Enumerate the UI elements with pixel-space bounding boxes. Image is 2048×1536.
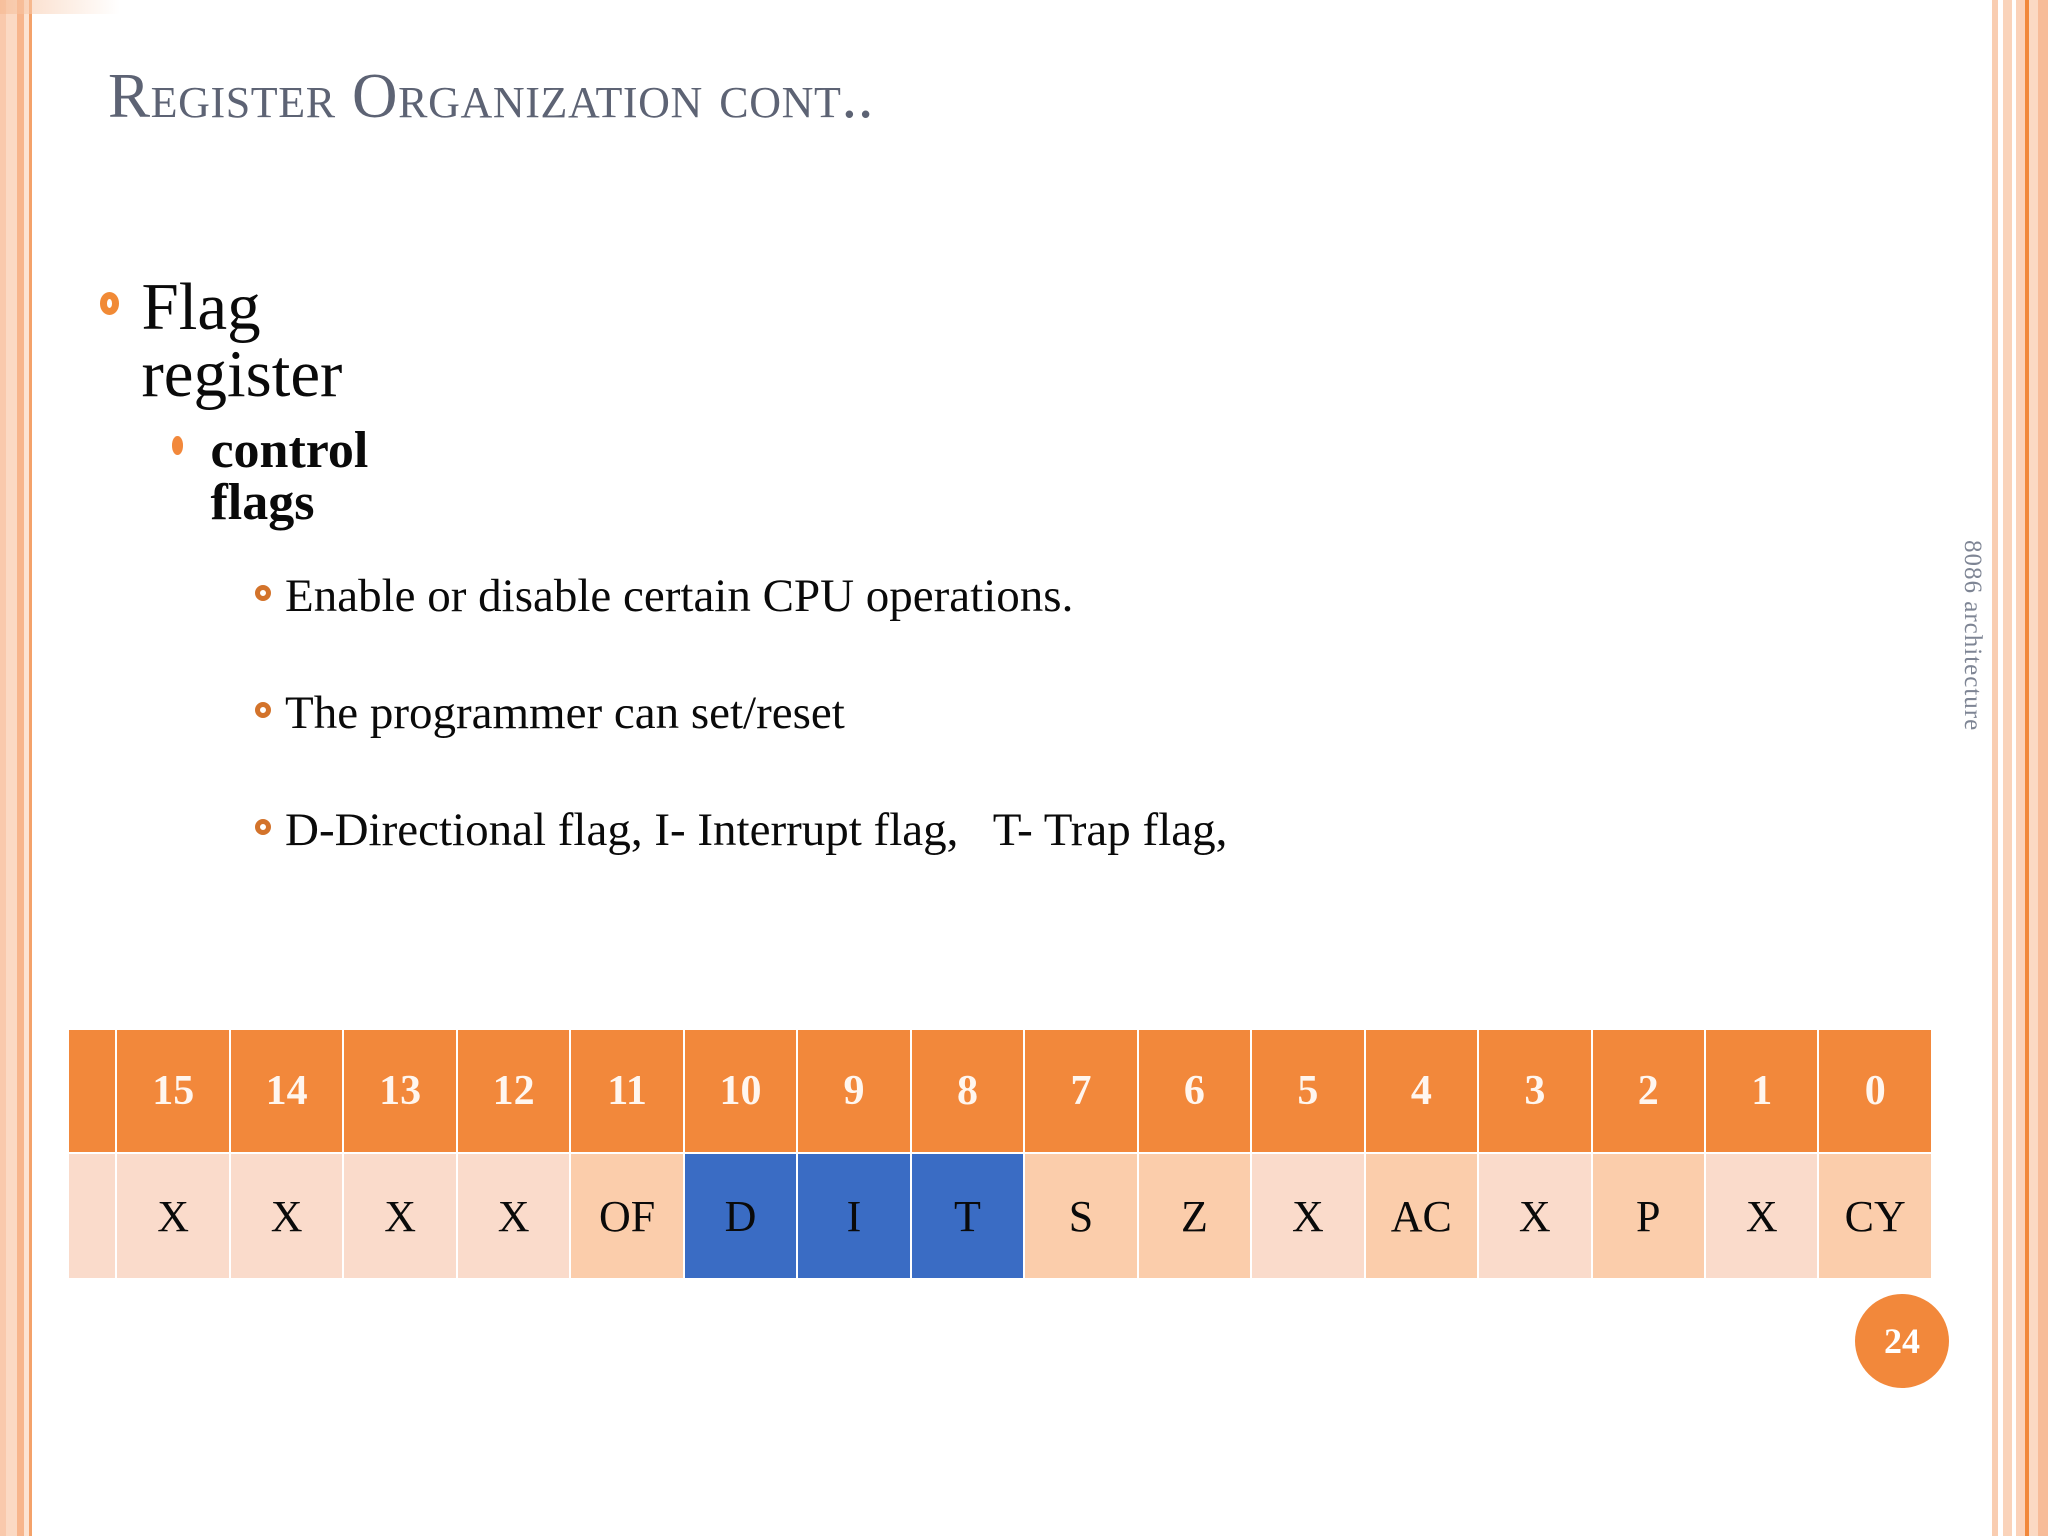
border-stripe-right — [2012, 0, 2016, 1536]
bullet-level2: control flags — [172, 425, 376, 529]
border-stripe-left — [29, 0, 32, 1536]
bullet-level3: D-Directional flag, I- Interrupt flag, T… — [255, 807, 1227, 854]
bit-number-cell: 14 — [230, 1030, 345, 1154]
bit-number-cell: 9 — [798, 1030, 912, 1154]
ring-bullet-icon — [255, 585, 271, 601]
border-stripe-right — [2038, 0, 2048, 1536]
bit-number-cell: 8 — [911, 1030, 1026, 1154]
border-stripe-left — [0, 0, 6, 1536]
bullet-level3-label: Enable or disable certain CPU operations… — [285, 570, 1074, 622]
bit-number-cell: 13 — [344, 1030, 458, 1154]
flag-name-cell: T — [911, 1154, 1026, 1280]
flag-name-cell: D — [684, 1154, 799, 1280]
border-stripe-right — [2003, 0, 2012, 1536]
flag-name-cell: X — [1479, 1154, 1593, 1280]
bit-number-cell: 0 — [1819, 1030, 1933, 1154]
flag-name-cell: OF — [571, 1154, 685, 1280]
flag-name-cell: X — [344, 1154, 458, 1280]
dot-bullet-icon — [172, 436, 184, 455]
ring-bullet-icon — [100, 292, 120, 315]
flag-name-cell: X — [1252, 1154, 1366, 1280]
bit-number-cell: 7 — [1025, 1030, 1139, 1154]
ring-bullet-icon — [255, 702, 271, 718]
bit-number-cell: 6 — [1138, 1030, 1253, 1154]
flag-name-cell: X — [230, 1154, 345, 1280]
bit-number-cell: 15 — [117, 1030, 231, 1154]
flag-name-cell: P — [1592, 1154, 1707, 1280]
bit-number-cell: 1 — [1706, 1030, 1820, 1154]
ring-bullet-icon — [255, 819, 271, 835]
bit-number-cell: 11 — [571, 1030, 685, 1154]
corner-gradient — [0, 0, 120, 14]
bullet-level3: Enable or disable certain CPU operations… — [255, 573, 1073, 620]
flag-name-cell: Z — [1138, 1154, 1253, 1280]
bullet-level2-label: control flags — [210, 422, 369, 531]
flag-name-cell: S — [1025, 1154, 1139, 1280]
flag-name-cell: X — [457, 1154, 572, 1280]
bullet-level1-label: Flag register — [141, 270, 343, 411]
border-stripe-right — [2029, 0, 2038, 1536]
bit-number-cell: 12 — [457, 1030, 572, 1154]
border-stripe-left — [17, 0, 24, 1536]
flag-name-cell: AC — [1365, 1154, 1480, 1280]
page-number-badge: 24 — [1855, 1294, 1949, 1388]
bullet-level3-label: The programmer can set/reset — [285, 687, 845, 739]
flag-spacer-cell — [69, 1154, 118, 1280]
bit-number-cell: 4 — [1365, 1030, 1480, 1154]
flag-name-cell: X — [117, 1154, 231, 1280]
bullet-level3-label: D-Directional flag, I- Interrupt flag, T… — [285, 804, 1228, 856]
vertical-side-label: 8086 architecture — [1959, 540, 1986, 732]
slide-title: Register Organization cont.. — [108, 61, 875, 131]
flag-name-cell: X — [1706, 1154, 1820, 1280]
flag-name-cell: CY — [1819, 1154, 1933, 1280]
bit-number-cell: 10 — [684, 1030, 799, 1154]
bit-number-cell: 3 — [1479, 1030, 1593, 1154]
bullet-level3: The programmer can set/reset — [255, 690, 845, 737]
bullet-level1: Flag register — [100, 274, 346, 408]
border-stripe-left — [24, 0, 29, 1536]
border-stripe-right — [2016, 0, 2025, 1536]
bit-number-cell: 5 — [1252, 1030, 1366, 1154]
border-stripe-left — [6, 0, 17, 1536]
border-stripe-right — [1998, 0, 2003, 1536]
bit-spacer-cell — [69, 1030, 118, 1154]
flag-name-cell: I — [798, 1154, 912, 1280]
border-stripe-right — [2025, 0, 2029, 1536]
border-stripe-right — [1992, 0, 1998, 1536]
bit-number-cell: 2 — [1592, 1030, 1707, 1154]
